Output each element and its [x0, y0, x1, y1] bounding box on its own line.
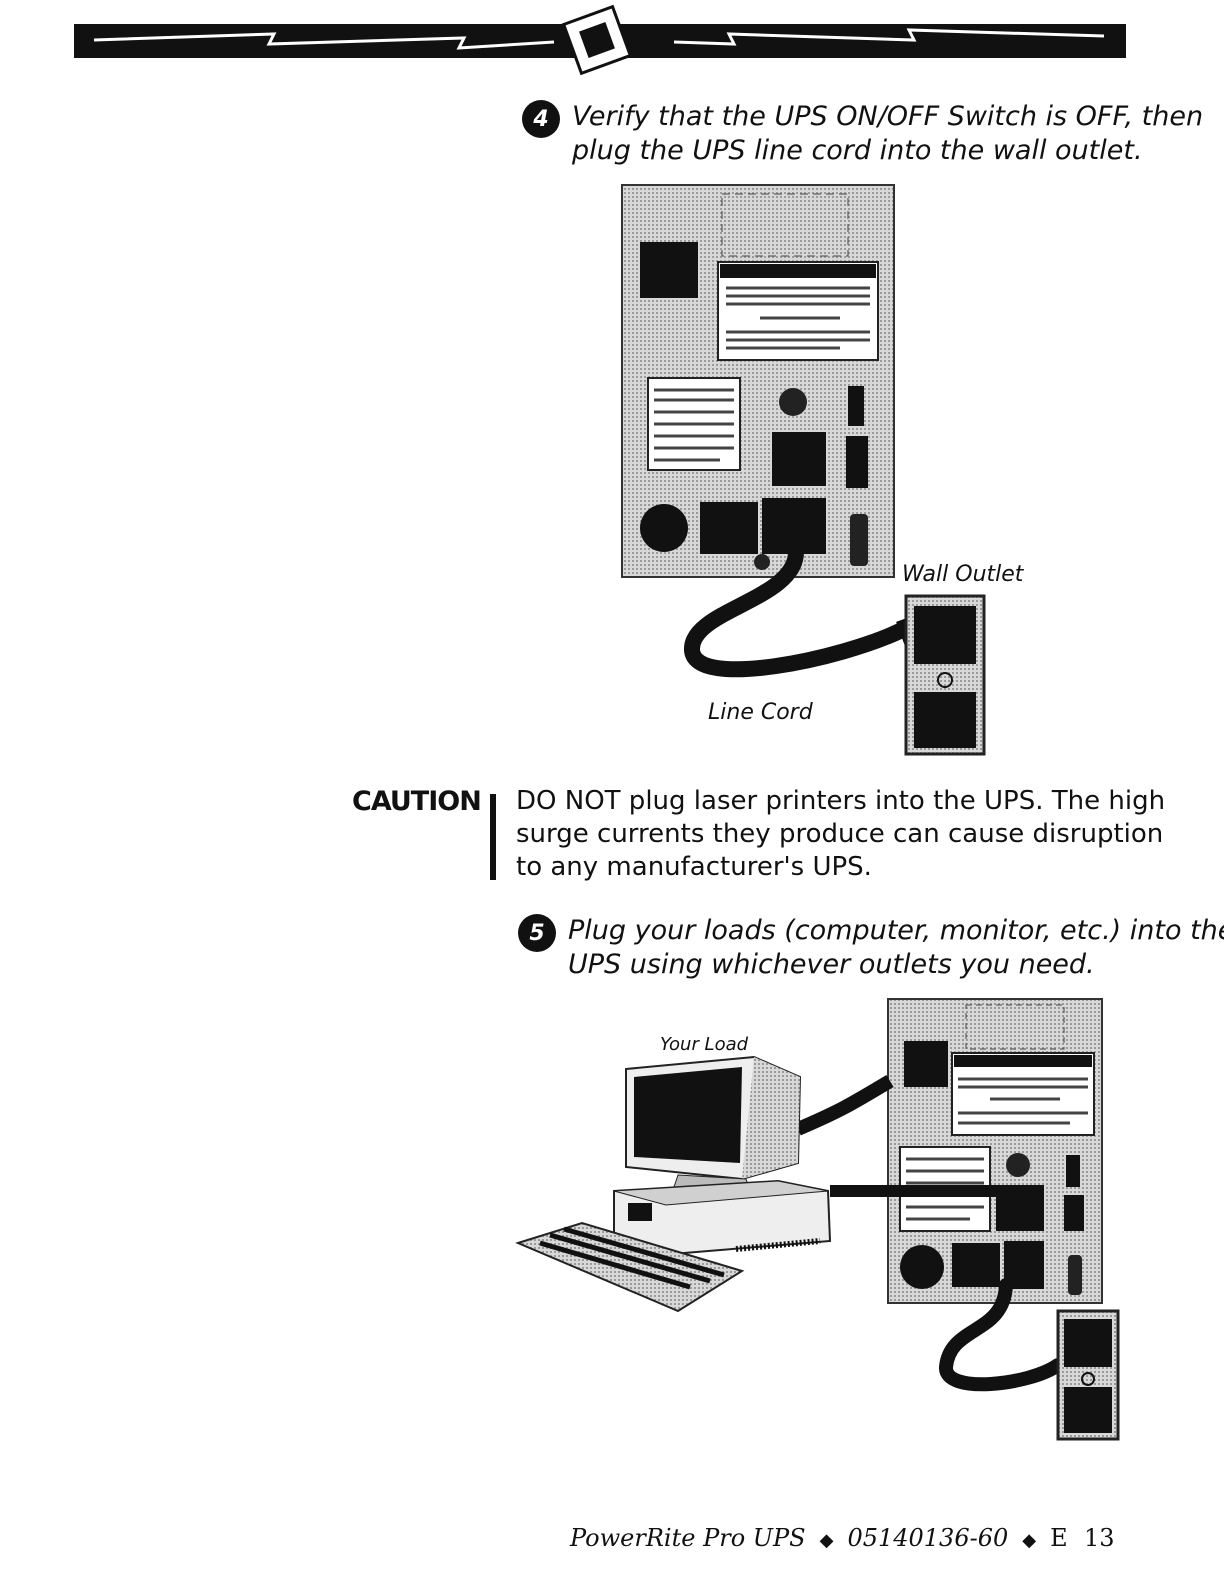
computer-case [613, 1179, 832, 1257]
page-number: 13 [1084, 1524, 1115, 1552]
footer-part-number: 05140136-60 [847, 1524, 1009, 1552]
load-connection-figure [515, 998, 1120, 1441]
caution-line-3: to any manufacturer's UPS. [516, 852, 872, 882]
your-load-label: Your Load [660, 1034, 749, 1055]
caution-line-1: DO NOT plug laser printers into the UPS.… [516, 786, 1166, 816]
footer-diamond-icon: ◆ [819, 1530, 834, 1551]
footer-diamond-icon: ◆ [1022, 1530, 1037, 1551]
wall-outlet-label: Wall Outlet [902, 562, 1024, 587]
step-4-line-2: plug the UPS line cord into the wall out… [572, 135, 1143, 166]
step-4-line-1: Verify that the UPS ON/OFF Switch is OFF… [572, 101, 1204, 132]
step-5-line-2: UPS using whichever outlets you need. [568, 949, 1095, 980]
caution-bar [490, 794, 496, 880]
footer: PowerRite Pro UPS ◆ 05140136-60 ◆ E [570, 1524, 1068, 1552]
header-lightning-banner [74, 4, 1126, 76]
keyboard [515, 1221, 745, 1313]
step-5-number: 5 [518, 914, 556, 952]
footer-language: E [1050, 1524, 1068, 1552]
step-5-line-1: Plug your loads (computer, monitor, etc.… [568, 915, 1224, 946]
computer-monitor [625, 1055, 802, 1192]
ups-rear-panel-figure [621, 184, 986, 756]
caution-line-2: surge currents they produce can cause di… [516, 819, 1164, 849]
caution-label: CAUTION [352, 786, 482, 817]
line-cord-label: Line Cord [708, 700, 813, 725]
step-4-number: 4 [522, 100, 560, 138]
footer-product: PowerRite Pro UPS [570, 1524, 806, 1552]
